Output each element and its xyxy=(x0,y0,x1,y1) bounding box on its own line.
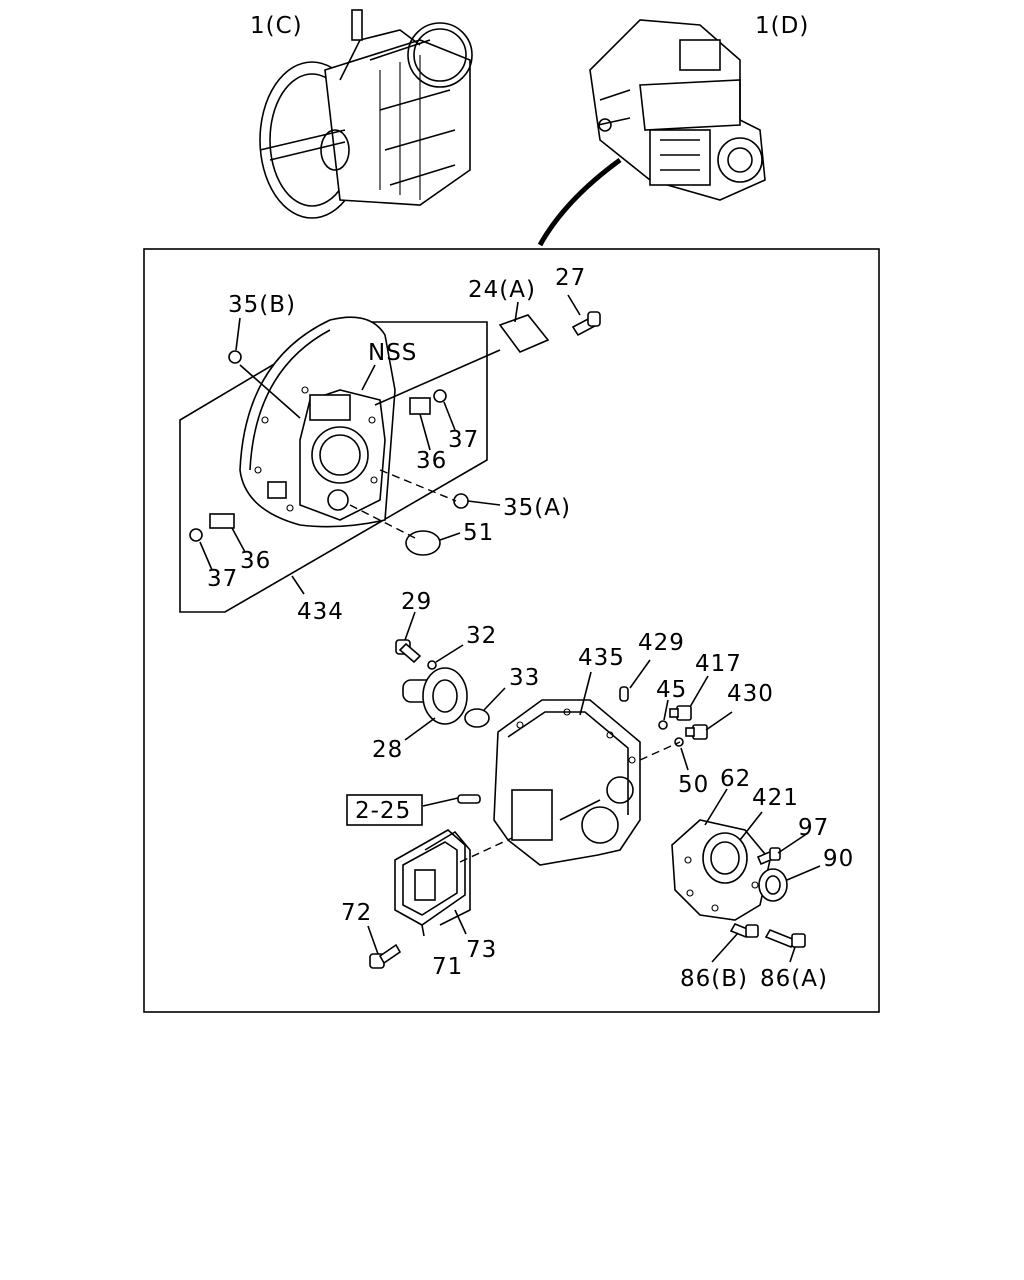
plug-430 xyxy=(685,724,708,740)
bearing-retainer-28 xyxy=(402,667,468,725)
cover-plate-24a xyxy=(498,314,550,353)
detail-connector xyxy=(537,157,622,247)
label-71: 71 xyxy=(432,954,463,980)
plug-417 xyxy=(669,705,692,721)
label-36-upper: 36 xyxy=(416,448,447,474)
label-62: 62 xyxy=(720,766,751,792)
bolt-27 xyxy=(571,311,601,337)
seal-33 xyxy=(464,708,490,728)
label-35a: 35(A) xyxy=(503,495,571,521)
label-32: 32 xyxy=(466,623,497,649)
leader-lines xyxy=(199,294,821,963)
label-97: 97 xyxy=(798,815,829,841)
transmission-assembly-d xyxy=(589,19,766,201)
dowel-36-lower-a xyxy=(267,481,287,499)
nut-35b xyxy=(228,350,242,364)
label-45: 45 xyxy=(656,677,687,703)
label-86b: 86(B) xyxy=(680,966,748,992)
label-assembly-1d: 1(D) xyxy=(755,13,809,39)
label-assembly-1c: 1(C) xyxy=(250,13,303,39)
detail-frame xyxy=(143,248,880,1013)
assembly-434-outline xyxy=(179,321,488,613)
label-86a: 86(A) xyxy=(760,966,828,992)
label-417: 417 xyxy=(695,651,742,677)
label-73: 73 xyxy=(466,937,497,963)
label-36-lower: 36 xyxy=(240,548,271,574)
label-27: 27 xyxy=(555,265,586,291)
bolt-72 xyxy=(369,943,402,969)
dowel-429 xyxy=(619,686,629,702)
label-28: 28 xyxy=(372,737,403,763)
label-51: 51 xyxy=(463,520,494,546)
transmission-case-435 xyxy=(493,699,641,866)
plug-51 xyxy=(405,530,441,556)
bolt-29 xyxy=(395,639,422,664)
label-429: 429 xyxy=(638,630,685,656)
label-37-upper: 37 xyxy=(448,427,479,453)
rear-cover-62 xyxy=(671,819,771,921)
label-430: 430 xyxy=(727,681,774,707)
side-cover-71 xyxy=(394,829,466,926)
o-ring-45 xyxy=(658,720,668,730)
label-37-lower: 37 xyxy=(207,566,238,592)
label-435: 435 xyxy=(578,645,625,671)
label-434: 434 xyxy=(297,599,344,625)
reference-box-2-25 xyxy=(346,794,423,826)
pin-2-25 xyxy=(457,794,481,804)
gasket-73 xyxy=(424,830,471,926)
label-2-25: 2-25 xyxy=(355,798,411,824)
label-421: 421 xyxy=(752,785,799,811)
label-90: 90 xyxy=(823,846,854,872)
label-35b: 35(B) xyxy=(228,292,296,318)
label-33: 33 xyxy=(509,665,540,691)
nut-35a xyxy=(453,493,469,509)
o-ring-32 xyxy=(427,660,437,670)
bolt-86a xyxy=(764,928,806,949)
dowel-36-lower xyxy=(209,513,235,529)
bolt-97 xyxy=(756,847,781,866)
label-50: 50 xyxy=(678,772,709,798)
label-24a: 24(A) xyxy=(468,277,536,303)
label-72: 72 xyxy=(341,900,372,926)
dowel-36-upper xyxy=(409,397,431,415)
label-29: 29 xyxy=(401,589,432,615)
transmission-assembly-c xyxy=(259,9,473,219)
nut-37-upper xyxy=(433,389,447,403)
nut-37-lower xyxy=(189,528,203,542)
oil-seal-90 xyxy=(758,868,788,902)
clutch-housing xyxy=(239,316,396,528)
bolt-86b xyxy=(729,922,759,939)
label-nss: NSS xyxy=(368,340,417,366)
